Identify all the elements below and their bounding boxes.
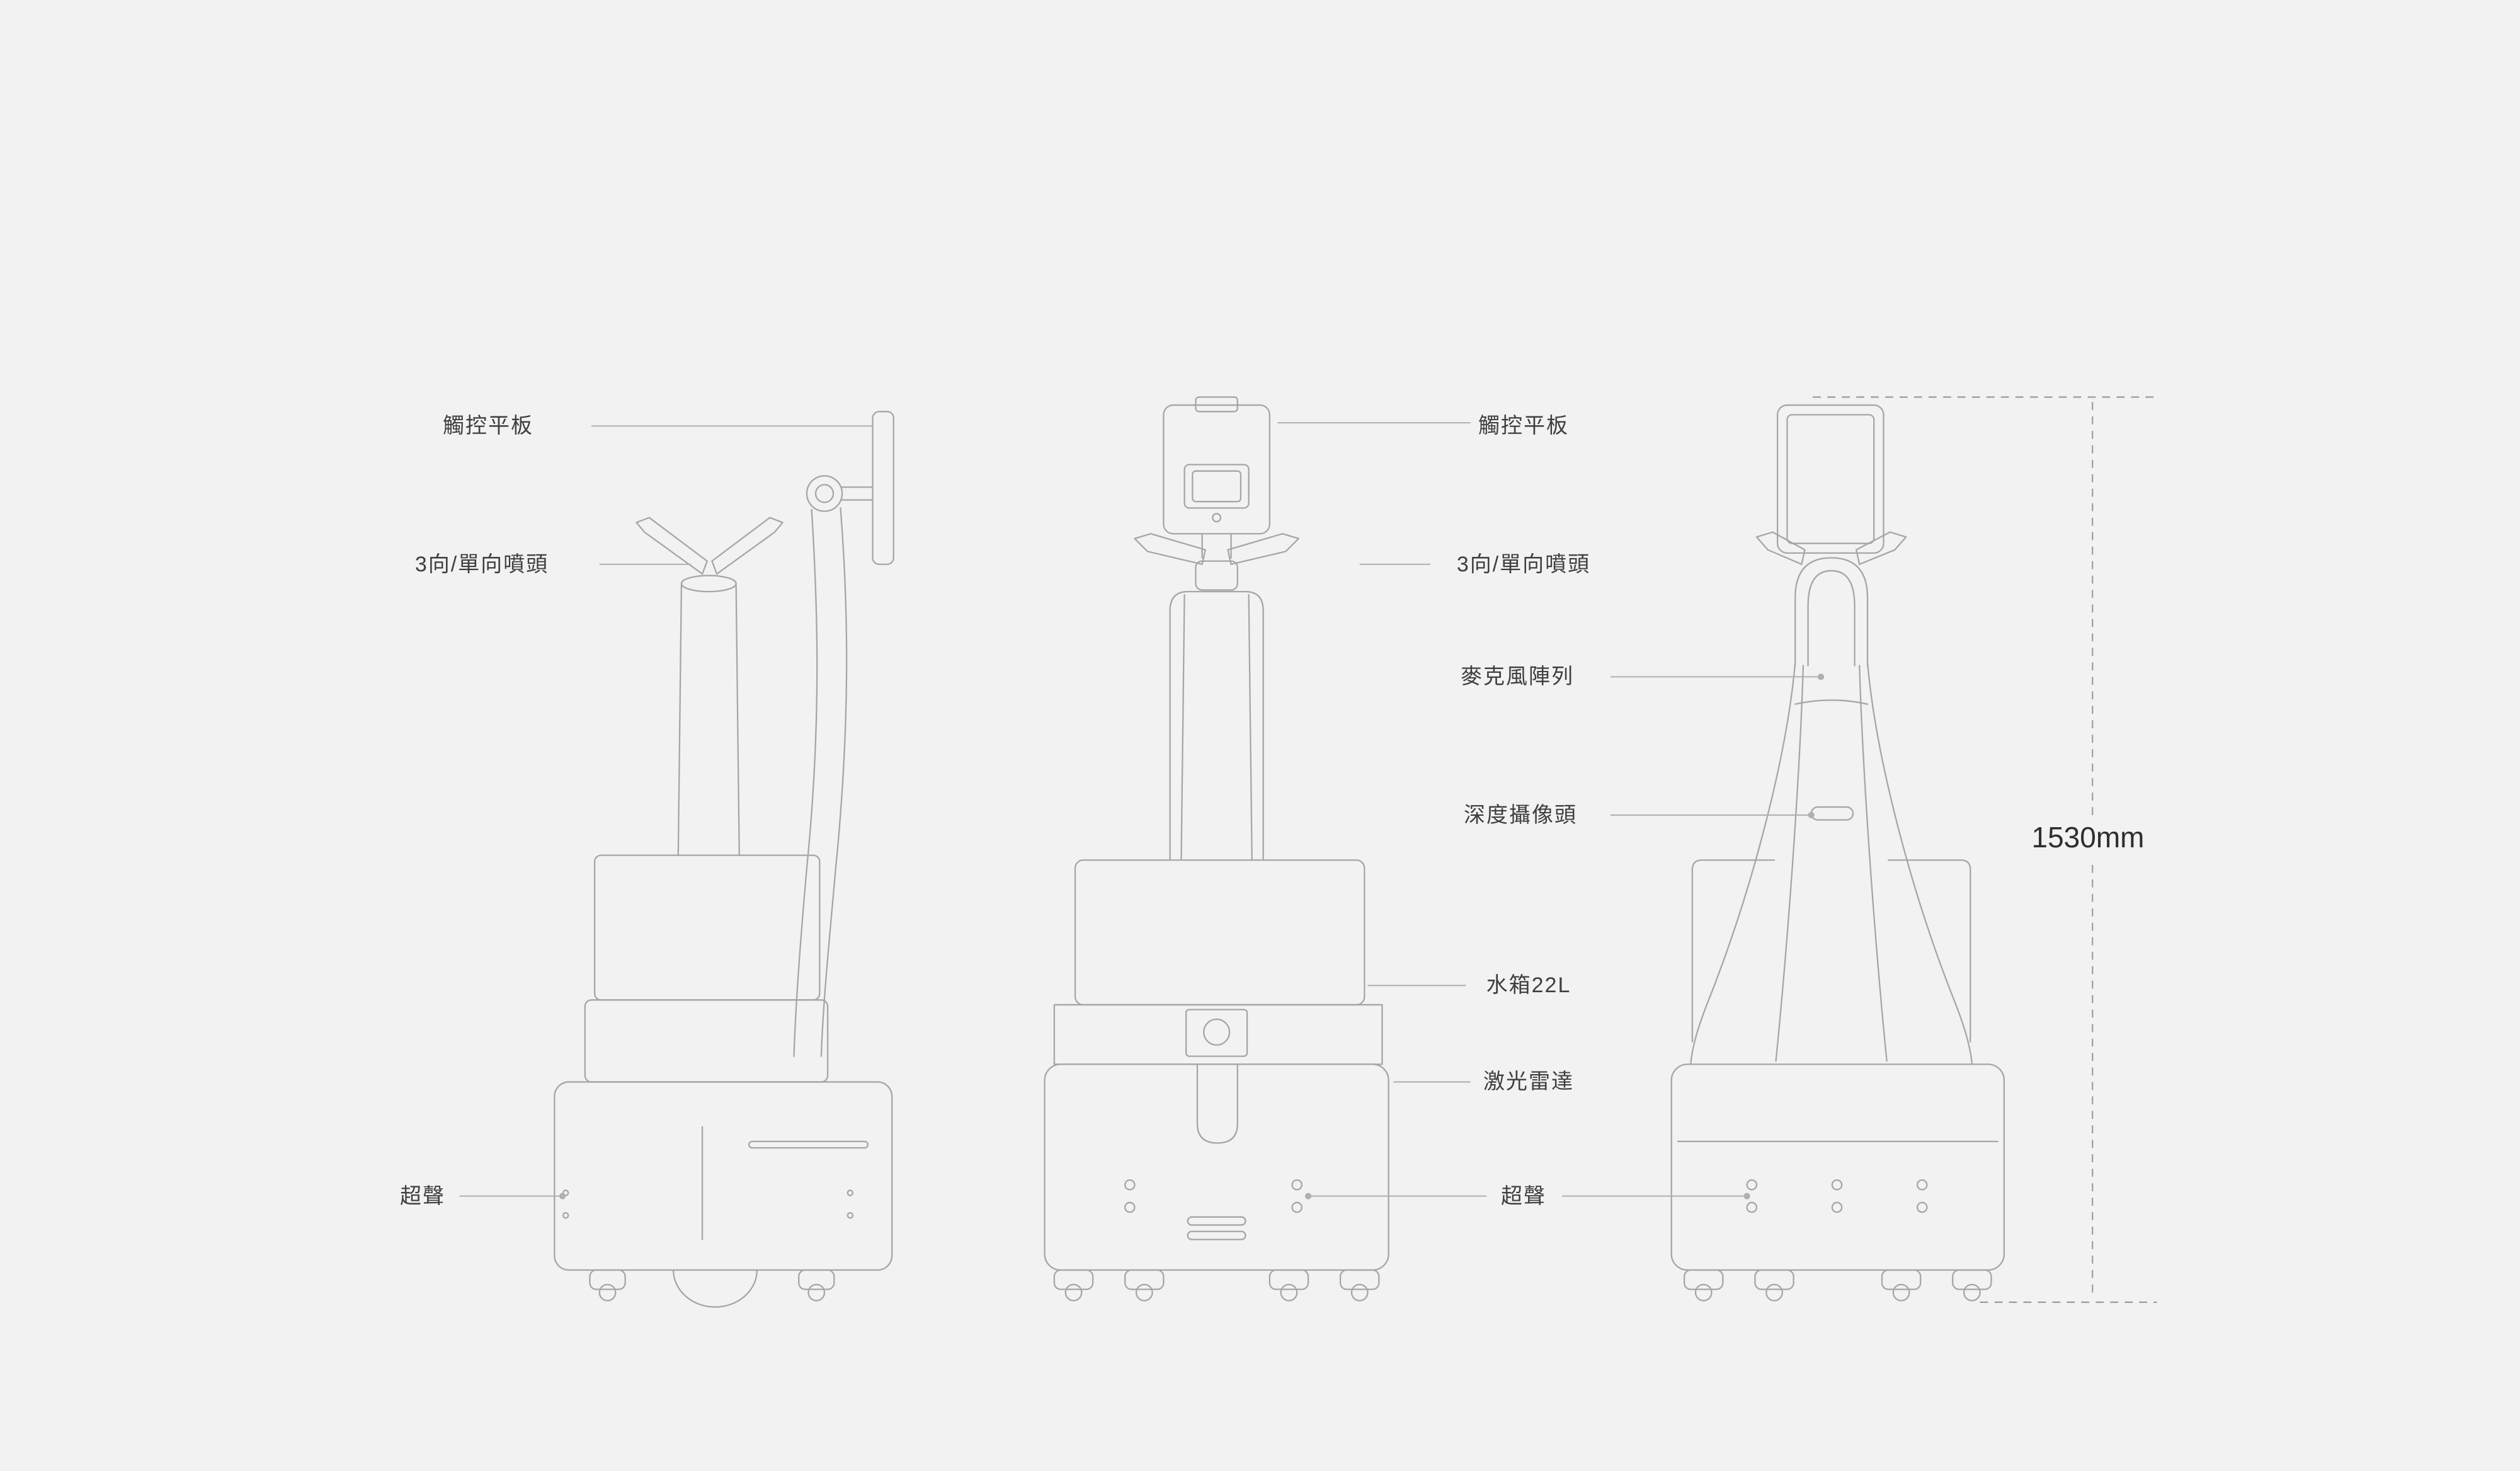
tablet-side <box>872 411 894 565</box>
tablet-front <box>1163 404 1270 535</box>
ultrasonic-sensor <box>1124 1179 1136 1191</box>
head-arch <box>1794 557 1869 667</box>
label-ultrasonic-side: 超聲 <box>400 1184 445 1208</box>
label-depth-camera: 深度攝像頭 <box>1464 803 1577 827</box>
ultrasonic-sensor <box>562 1189 569 1196</box>
pole-joint <box>806 475 843 512</box>
water-tank-upper <box>593 854 821 1001</box>
base-chassis <box>1670 1063 2005 1271</box>
nozzle-blade-left <box>636 517 708 575</box>
spray-column-top <box>680 575 737 593</box>
back-shell <box>1690 661 1796 1065</box>
label-spray-nozzle-front: 3向/單向噴頭 <box>1456 552 1591 576</box>
dimension-height-label: 1530mm <box>2027 815 2148 859</box>
robot-side-view-drawing <box>554 411 894 1308</box>
label-microphone-array: 麥克風陣列 <box>1461 665 1574 689</box>
base-chassis <box>1044 1063 1389 1271</box>
depth-camera-slot <box>1810 806 1854 821</box>
nozzle-blade-left <box>1755 531 1806 565</box>
support-pole <box>793 508 818 1057</box>
label-spray-nozzle-side: 3向/單向噴頭 <box>414 552 549 576</box>
tablet-back <box>1776 404 1884 554</box>
leader-lines <box>459 422 1825 1199</box>
water-tank <box>1074 859 1365 1006</box>
label-ultrasonic-front: 超聲 <box>1501 1184 1546 1208</box>
nozzle-blade-right <box>711 517 784 575</box>
label-lidar: 激光雷達 <box>1483 1070 1574 1094</box>
robot-back-view-drawing <box>1670 404 2005 1302</box>
caster-wheel <box>1053 1269 1094 1290</box>
nozzle-blade-right <box>1856 531 1907 565</box>
caster-wheel <box>1683 1269 1724 1290</box>
label-touch-panel-side: 觸控平板 <box>443 414 533 438</box>
mid-band <box>1053 1004 1383 1065</box>
lidar-window <box>1203 1018 1231 1046</box>
robot-front-view-drawing <box>1044 396 1389 1302</box>
spray-column <box>1169 590 1264 861</box>
drive-wheel <box>672 1269 758 1308</box>
caster-wheel <box>589 1269 626 1290</box>
base-chassis <box>554 1081 893 1271</box>
nozzle-blade-left <box>1134 533 1206 565</box>
label-water-tank-22l: 水箱22L <box>1486 973 1571 997</box>
ultrasonic-sensor <box>1746 1179 1758 1191</box>
label-touch-panel-front: 觸控平板 <box>1478 414 1569 438</box>
water-tank-lower <box>584 999 829 1083</box>
nozzle-blade-right <box>1227 533 1299 565</box>
